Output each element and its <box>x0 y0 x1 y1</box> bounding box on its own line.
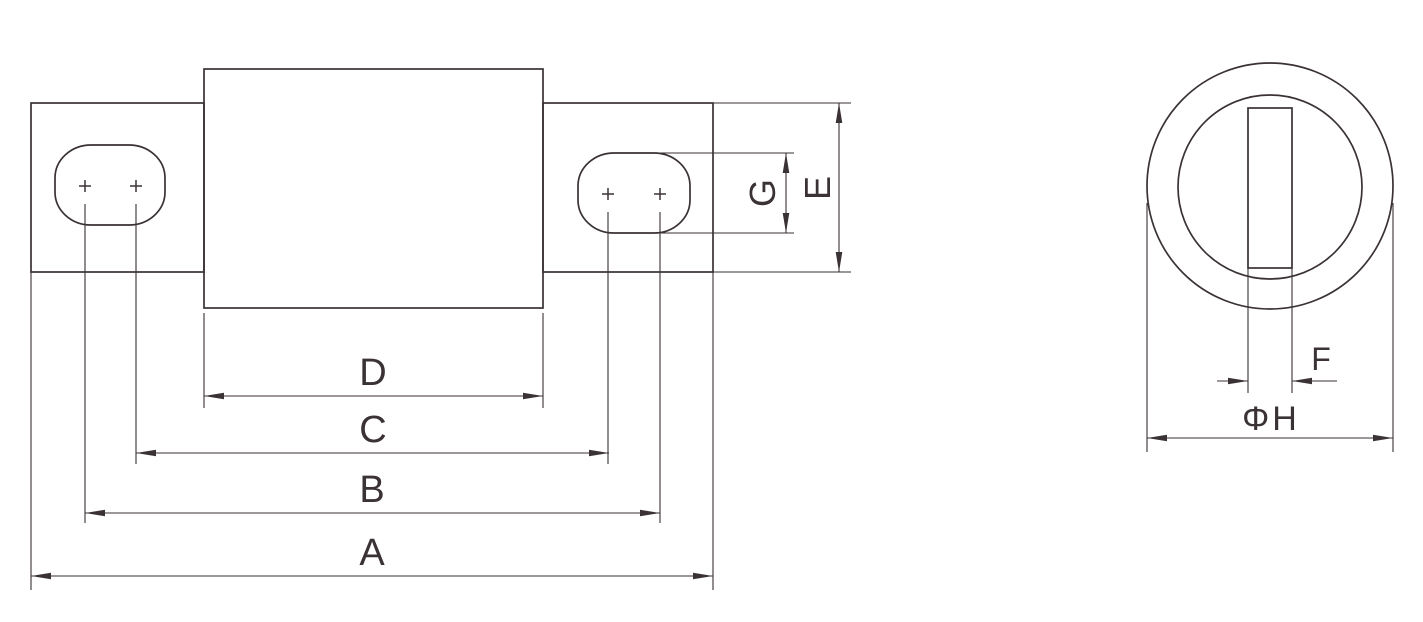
dim-label-g: G <box>742 178 783 208</box>
pad-center-mark <box>654 188 666 200</box>
dim-label-b: B <box>359 469 385 511</box>
right-terminal-slot <box>577 152 691 234</box>
pad-center-mark <box>602 188 614 200</box>
right-mounting-tab <box>542 102 714 273</box>
fuse-end-view <box>1146 62 1394 310</box>
dim-label-d: D <box>359 352 387 394</box>
dim-label-phi-h: ΦH <box>1242 400 1300 438</box>
dim-label-e: E <box>797 175 838 201</box>
fuse-body <box>203 68 544 309</box>
pad-center-marks <box>79 180 666 200</box>
outer-ring <box>1146 62 1394 310</box>
inner-ring <box>1177 94 1363 280</box>
left-terminal-slot <box>54 144 166 226</box>
left-mounting-tab <box>30 102 205 273</box>
dim-label-a: A <box>359 532 385 574</box>
pad-center-mark <box>79 180 91 192</box>
blade-slot <box>1247 107 1293 269</box>
fuse-side-view <box>30 68 714 309</box>
pad-center-mark <box>130 180 142 192</box>
dim-label-c: C <box>359 409 387 451</box>
dimension-lines <box>30 102 851 590</box>
dim-label-f: F <box>1311 341 1331 377</box>
arrowheads <box>31 103 1393 580</box>
